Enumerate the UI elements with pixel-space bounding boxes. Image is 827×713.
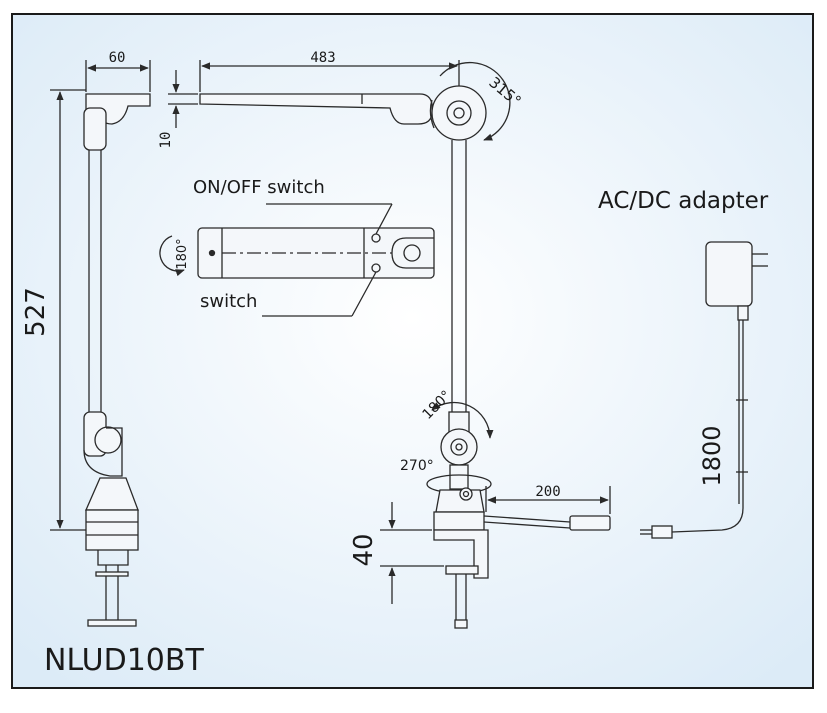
- dim-40: [380, 502, 444, 604]
- front-view-lamp: [199, 61, 611, 629]
- dim-200: [485, 486, 611, 514]
- label-dim-40: 40: [349, 533, 379, 566]
- label-switch: switch: [200, 291, 257, 312]
- model-name: NLUD10BT: [44, 643, 204, 678]
- head-top-view: [159, 203, 435, 317]
- dim-10: [168, 70, 198, 128]
- side-view-lamp: [83, 93, 151, 627]
- diagram-frame: [11, 13, 814, 689]
- dim-527: [50, 89, 86, 531]
- label-dim-483: 483: [310, 50, 335, 66]
- label-on-off-switch: ON/OFF switch: [193, 177, 325, 198]
- label-dim-527: 527: [21, 287, 51, 337]
- label-angle-head-180: 180°: [175, 238, 190, 269]
- label-dim-200: 200: [535, 484, 560, 500]
- label-adapter: AC/DC adapter: [598, 188, 769, 214]
- label-angle-270: 270°: [400, 458, 434, 474]
- dim-483: [199, 60, 460, 92]
- label-dim-10: 10: [158, 132, 174, 149]
- ac-dc-adapter: [640, 241, 768, 539]
- label-dim-1800: 1800: [698, 425, 726, 486]
- dim-60: [85, 60, 151, 92]
- label-dim-60: 60: [109, 50, 126, 66]
